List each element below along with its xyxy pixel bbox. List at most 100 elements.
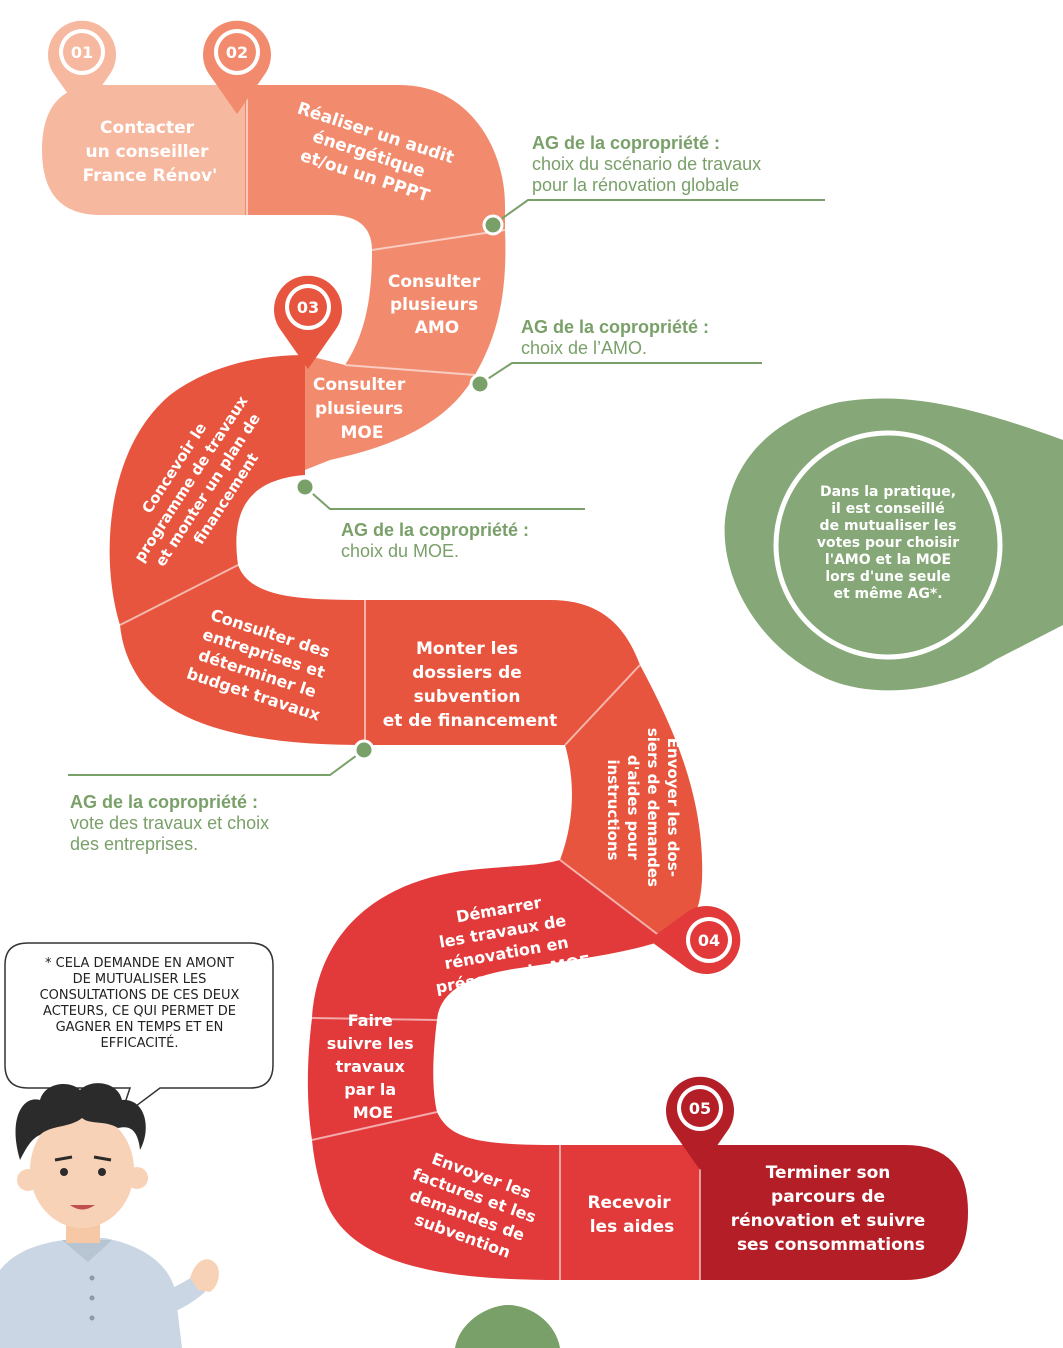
ag-note-line: pour la rénovation globale <box>532 175 740 195</box>
svg-text:Démarrer les travaux de: Démarrer les travaux de rénovation en pr… <box>423 886 592 997</box>
ag-dot <box>353 739 375 761</box>
svg-text:Recevoir les aides: Recevoir les aides <box>587 1193 676 1237</box>
step-dossiers-line: subvention <box>414 687 521 707</box>
tip-bubble <box>724 398 1063 691</box>
ag-dots <box>294 214 504 761</box>
step-dossiers-line: Monter les <box>416 639 518 659</box>
speech-line: * Cela demande en amont <box>45 956 234 971</box>
step-contacter-line: France Rénov' <box>83 166 218 186</box>
speech-line: efficacité. <box>100 1036 179 1051</box>
road-segment-concevoir <box>109 355 306 625</box>
step-dossiers: Monter les dossiers de subvention et de … <box>383 639 558 731</box>
ag-note-title: AG de la copropriété : <box>341 520 530 540</box>
ag-note-scenario: AG de la copropriété : choix du scénario… <box>532 133 822 196</box>
map-pin-icon: 04 <box>649 906 741 975</box>
ag-connectors <box>68 199 825 776</box>
step-contacter-line: un conseiller <box>86 142 210 162</box>
svg-text:Envoyer les dos- siers d: Envoyer les dos- siers de demandes d'aid… <box>604 728 682 892</box>
marker-number: 02 <box>226 43 248 62</box>
svg-text:Terminer son parcours de: Terminer son parcours de rénovation et s… <box>731 1163 931 1255</box>
step-suivre: Faire suivre les travaux par la MOE <box>327 1011 420 1122</box>
ag-note-title: AG de la copropriété : <box>521 317 710 337</box>
step-suivre-line: par la <box>344 1080 396 1099</box>
svg-text:Monter les dossiers de: Monter les dossiers de subvention et de … <box>383 639 558 731</box>
tip-line: votes pour choisir <box>816 535 960 551</box>
ag-note-amo: AG de la copropriété : choix de l’AMO. <box>521 317 771 359</box>
road-segment-moe <box>305 355 475 470</box>
step-dossiers-line: dossiers de <box>412 663 522 683</box>
ag-note-line: choix de l’AMO. <box>521 338 648 358</box>
ag-dot <box>469 373 491 395</box>
step-suivre-line: travaux <box>336 1057 406 1076</box>
speech-bubble-text: * Cela demande en amont de mutualiser le… <box>12 956 267 1052</box>
speech-line: gagner en temps et en <box>55 1020 224 1035</box>
ag-note-line: choix du MOE. <box>341 541 460 561</box>
step-amo-line: Consulter <box>388 272 481 292</box>
step-moe-line: MOE <box>341 423 384 443</box>
ag-note-title: AG de la copropriété : <box>70 792 259 812</box>
step-envoyer-dossiers-line: siers de demandes <box>644 728 662 887</box>
step-amo: Consulter plusieurs AMO <box>388 272 486 338</box>
step-terminer-line: rénovation et suivre <box>731 1211 926 1231</box>
step-envoyer-dossiers-line: instructions <box>604 759 622 860</box>
speech-line: acteurs, ce qui permet de <box>43 1004 236 1019</box>
step-recevoir-line: Recevoir <box>587 1193 671 1213</box>
step-demarrer: Démarrer les travaux de rénovation en pr… <box>423 886 592 997</box>
map-pin-icon: 02 <box>203 20 271 114</box>
ag-note-line: choix du scénario de travaux <box>532 154 762 174</box>
ag-dot <box>482 214 504 236</box>
map-pin-icon: 01 <box>48 20 117 114</box>
road-segment-audit <box>245 85 505 250</box>
step-terminer-line: Terminer son <box>766 1163 891 1183</box>
svg-text:Faire suivre les t: Faire suivre les travaux par la MOE <box>327 1011 420 1122</box>
tip-line: de mutualiser les <box>819 518 957 534</box>
marker-number: 04 <box>698 931 720 950</box>
ag-note-travaux: AG de la copropriété : vote des travaux … <box>70 792 330 855</box>
step-contacter: Contacter un conseiller France Rénov' <box>83 118 218 186</box>
road <box>42 85 968 1280</box>
speech-line: de mutualiser les <box>72 972 207 987</box>
step-envoyer-dossiers-line: Envoyer les dos- <box>664 738 682 877</box>
person-illustration-icon <box>0 1083 219 1348</box>
step-moe: Consulter plusieurs MOE <box>313 375 411 443</box>
road-segment-contacter <box>42 85 250 215</box>
step-suivre-line: MOE <box>353 1103 393 1122</box>
speech-line: consultations de ces deux <box>39 988 240 1003</box>
speech-bubble <box>4 942 274 1121</box>
marker-number: 01 <box>71 43 93 62</box>
step-terminer: Terminer son parcours de rénovation et s… <box>731 1163 931 1255</box>
road-segment-amo <box>345 230 506 375</box>
step-terminer-line: ses consommations <box>737 1235 925 1255</box>
step-suivre-line: suivre les <box>327 1034 414 1053</box>
map-pin-icon: 03 <box>274 275 342 369</box>
step-recevoir: Recevoir les aides <box>587 1193 676 1237</box>
step-moe-line: Consulter <box>313 375 406 395</box>
step-suivre-line: Faire <box>348 1011 393 1030</box>
markers: 01 02 03 04 05 <box>48 20 741 1170</box>
tip-line: Dans la pratique, <box>819 484 957 500</box>
step-amo-line: AMO <box>415 318 460 338</box>
step-terminer-line: parcours de <box>771 1187 885 1207</box>
tip-line: lors d'une seule <box>825 569 951 585</box>
tip-text: Dans la pratique, il est conseillé de mu… <box>788 484 988 603</box>
ag-note-title: AG de la copropriété : <box>532 133 721 153</box>
svg-text:Consulter plusieurs: Consulter plusieurs AMO <box>388 272 486 338</box>
road-segment-recevoir <box>560 1145 700 1280</box>
step-moe-line: plusieurs <box>315 399 403 419</box>
step-recevoir-line: les aides <box>590 1217 675 1237</box>
svg-text:Contacter un conseiller: Contacter un conseiller France Rénov' <box>83 118 218 186</box>
ag-dot <box>294 476 316 498</box>
road-segment-entreprises <box>120 565 365 745</box>
road-segment-dossiers <box>365 600 640 745</box>
step-envoyer-dossiers: Envoyer les dos- siers de demandes d'aid… <box>604 728 682 892</box>
road-segment-factures <box>312 1112 560 1280</box>
road-segment-demarrer <box>312 860 665 1020</box>
step-dossiers-line: et de financement <box>383 711 558 731</box>
tip-line: il est conseillé <box>831 501 945 517</box>
svg-text:Consulter plusieurs: Consulter plusieurs MOE <box>313 375 411 443</box>
bottom-green-shape <box>455 1305 560 1348</box>
ag-note-moe: AG de la copropriété : choix du MOE. <box>341 520 591 562</box>
step-amo-line: plusieurs <box>390 295 478 315</box>
map-pin-icon: 05 <box>666 1076 734 1170</box>
